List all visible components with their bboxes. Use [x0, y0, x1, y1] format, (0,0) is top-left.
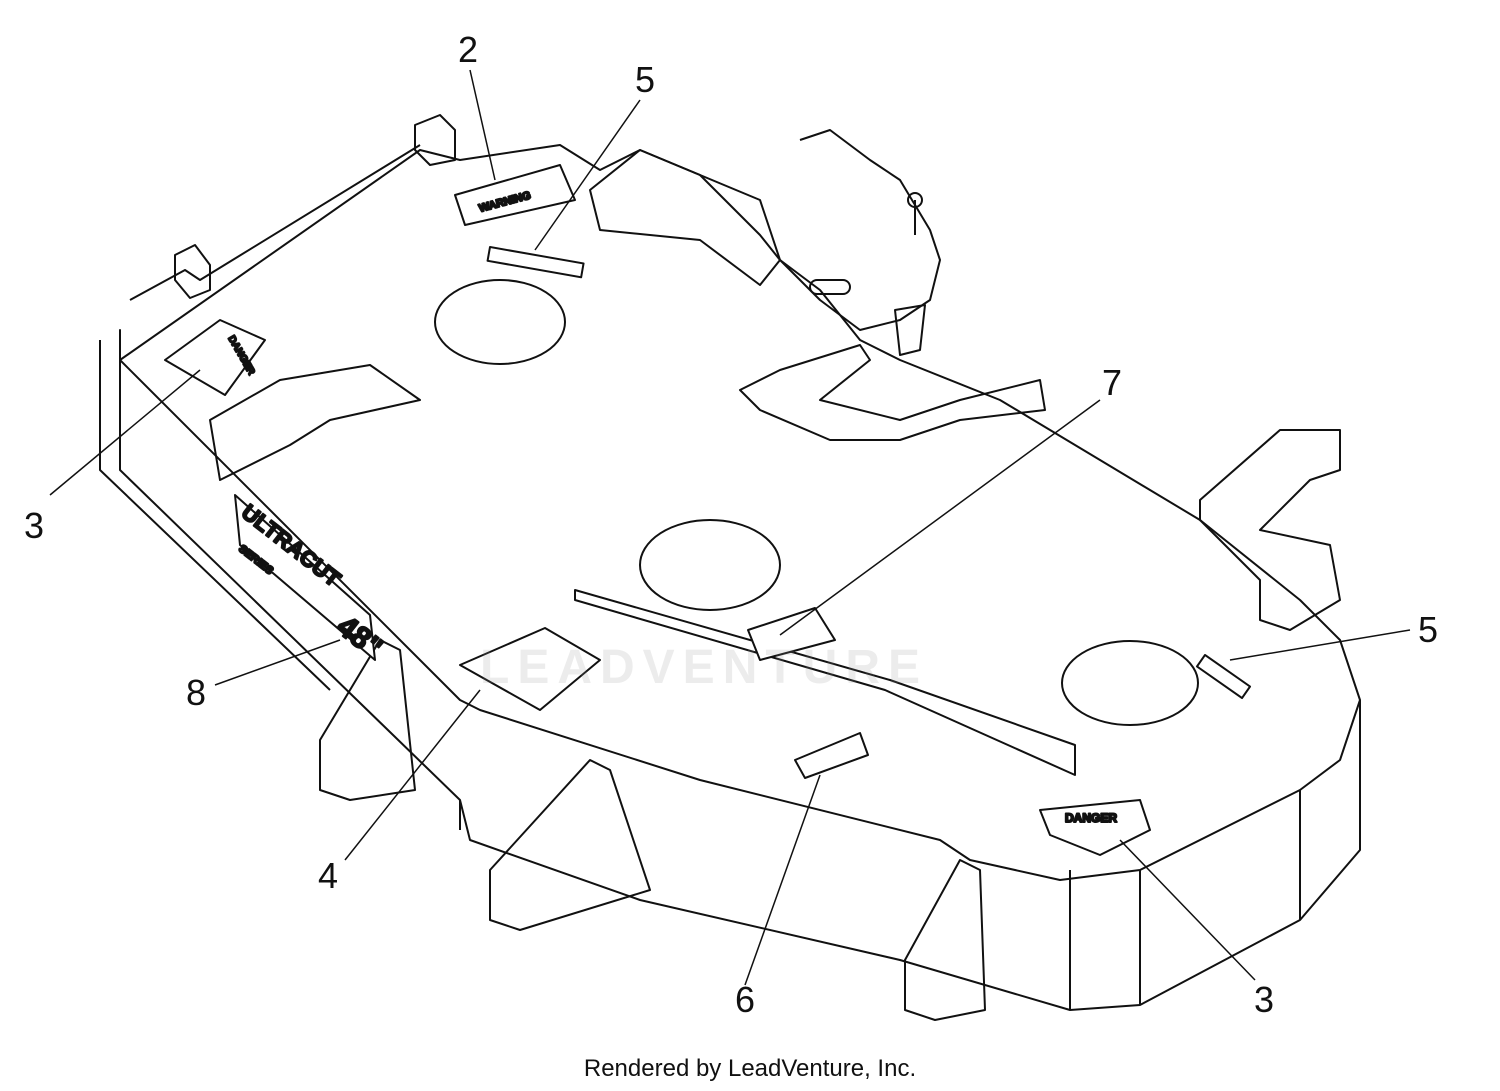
- callout-3-left: 3: [24, 505, 44, 546]
- baffle-rail: [574, 589, 1076, 776]
- callout-4: 4: [318, 855, 338, 896]
- danger-decal-right: DANGER: [1039, 799, 1151, 856]
- callout-labels: 2 5 3 7 5 8 4 6 3: [24, 29, 1438, 1020]
- danger-decal-left: DANGER: [164, 319, 266, 396]
- warning-decal: WARNING: [454, 164, 576, 226]
- callout-8: 8: [186, 672, 206, 713]
- leader-4: [344, 689, 481, 861]
- leader-3b: [1119, 839, 1256, 981]
- hitch-pin-lower: [894, 304, 926, 356]
- spindle-opening-center: [639, 519, 781, 611]
- front-roller-bracket-3: [904, 859, 986, 1021]
- hitch-slot: [809, 279, 851, 295]
- callout-6: 6: [735, 979, 755, 1020]
- decal-5-left: [486, 245, 585, 279]
- leader-6: [744, 774, 821, 986]
- front-roller-bracket-1: [319, 639, 416, 801]
- callout-5-top: 5: [635, 59, 655, 100]
- discharge-chute: [739, 344, 1046, 441]
- rear-bracket-left-2: [174, 244, 211, 299]
- hitch-bracket: [589, 129, 941, 331]
- callout-3-right: 3: [1254, 979, 1274, 1020]
- callout-7: 7: [1102, 362, 1122, 403]
- callout-2: 2: [458, 29, 478, 70]
- front-roller-bracket-2: [489, 759, 651, 931]
- left-side-fin: [209, 364, 421, 481]
- callout-5-right: 5: [1418, 609, 1438, 650]
- leader-lines: [49, 69, 1411, 986]
- spindle-opening-right: [1061, 640, 1199, 726]
- decal-6: [794, 732, 869, 779]
- right-hanger: [1199, 429, 1341, 631]
- leader-5b: [1229, 629, 1411, 661]
- leader-3a: [49, 369, 201, 496]
- decal-7: [747, 607, 836, 661]
- leader-8: [214, 639, 341, 686]
- deck-front-skirt: [119, 360, 1361, 1011]
- leader-5a: [534, 99, 641, 251]
- footer-credit: Rendered by LeadVenture, Inc.: [583, 1055, 917, 1082]
- deck-top-outline: [119, 144, 1361, 881]
- leader-2: [469, 69, 496, 181]
- watermark: LEADVENTURE: [480, 641, 929, 694]
- danger-decal-right-text: DANGER: [1065, 811, 1117, 825]
- brand-plate: ULTRACUT SERIES 48": [234, 494, 390, 666]
- rear-bracket-left: [129, 114, 456, 301]
- decal-5-right: [1195, 654, 1252, 700]
- deck-skirt-inner: [99, 340, 1301, 1010]
- leader-7: [779, 399, 1101, 636]
- spindle-opening-left: [434, 279, 566, 365]
- decal-4: [459, 627, 601, 711]
